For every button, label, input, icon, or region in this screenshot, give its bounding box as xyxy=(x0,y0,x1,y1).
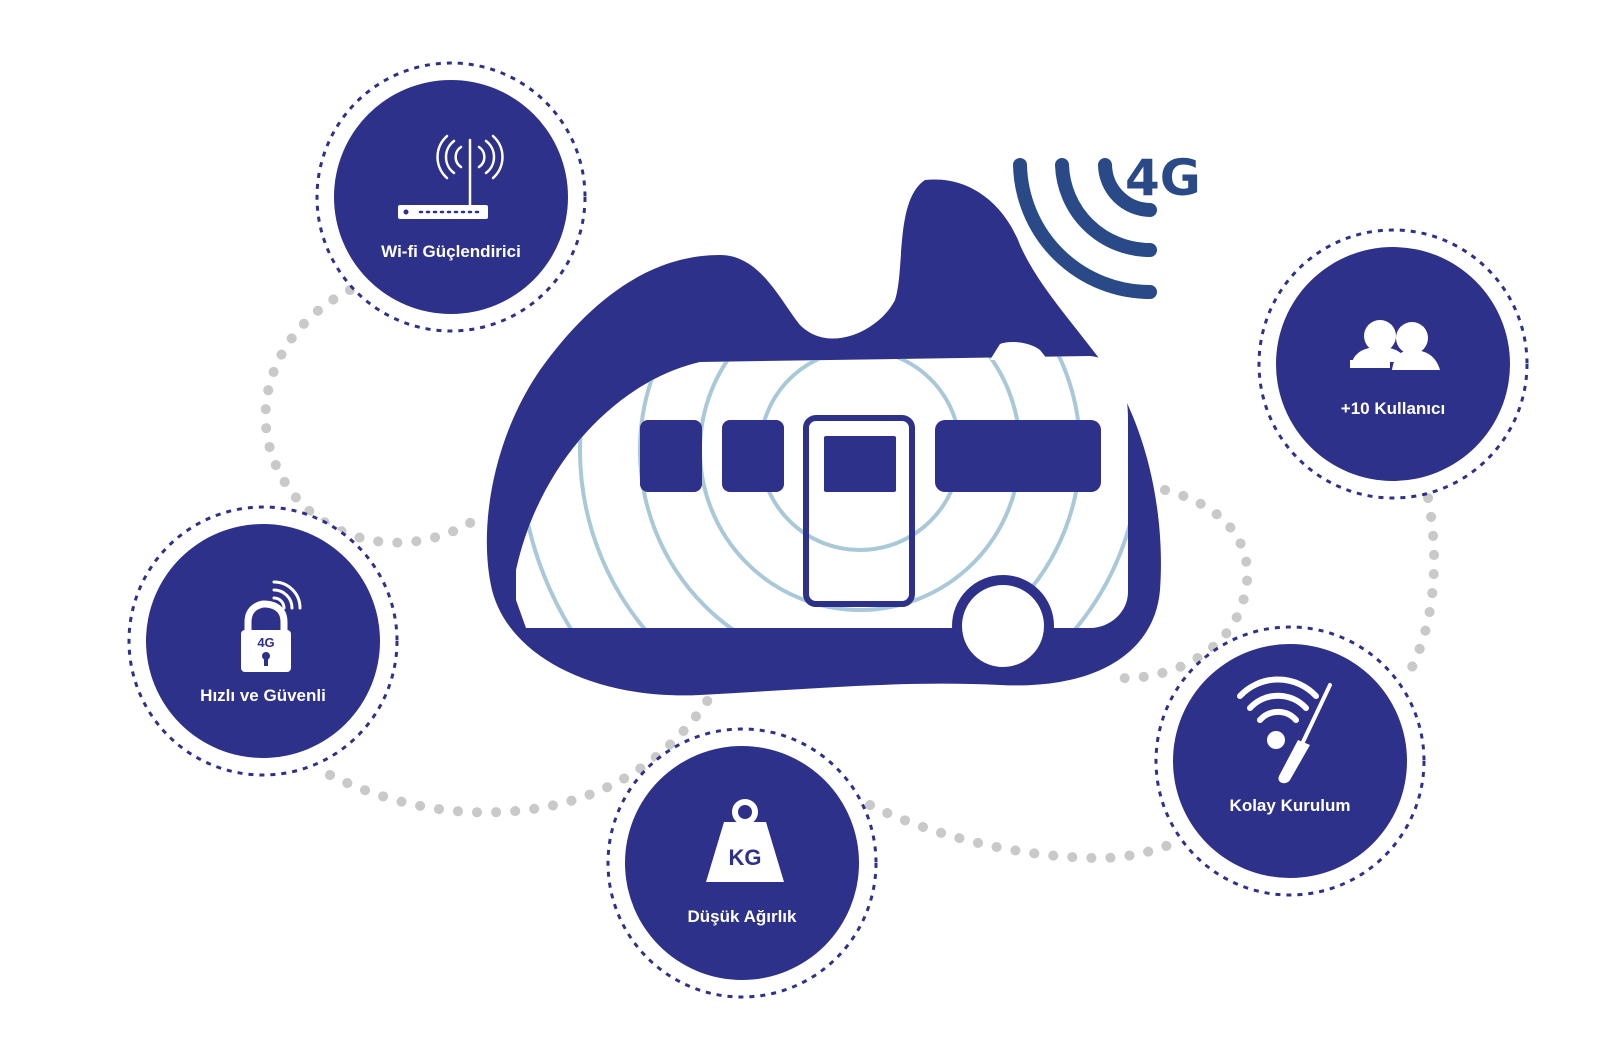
lock-label: 4G xyxy=(257,635,274,650)
feature-disc xyxy=(1276,247,1510,481)
wifi-screwdriver-icon xyxy=(1237,676,1332,784)
caravan-illustration xyxy=(516,342,1128,677)
connector-weight-to-setup xyxy=(865,800,1185,864)
weight-label: KG xyxy=(729,845,762,870)
caravan-door-window xyxy=(824,436,896,492)
feature-label: Düşük Ağırlık xyxy=(688,907,797,926)
feature-fast-secure: 4G Hızlı ve Güvenli xyxy=(127,505,399,777)
caravan-wheel xyxy=(952,575,1054,677)
connector-wifi-to-center xyxy=(260,285,480,548)
caravan-window-3 xyxy=(935,420,1101,492)
users-icon xyxy=(1350,320,1440,370)
feature-label: +10 Kullanıcı xyxy=(1341,399,1445,418)
feature-low-weight: KG Düşük Ağırlık xyxy=(606,727,878,999)
weight-icon: KG xyxy=(706,799,784,882)
connector-center-to-setup xyxy=(1115,485,1253,684)
feature-disc xyxy=(334,80,568,314)
roof-antenna xyxy=(990,342,1048,360)
signal-icon xyxy=(1013,158,1157,299)
caravan-window-1 xyxy=(640,420,702,492)
feature-label: Wi-fi Güçlendirici xyxy=(381,242,521,261)
feature-label: Kolay Kurulum xyxy=(1230,796,1351,815)
dotted-connectors xyxy=(260,285,1439,864)
feature-easy-setup: Kolay Kurulum xyxy=(1154,625,1426,897)
feature-users: +10 Kullanıcı xyxy=(1257,228,1529,500)
router-antenna-icon xyxy=(398,134,504,219)
feature-wifi-booster: Wi-fi Güçlendirici xyxy=(315,61,587,333)
4g-lock-icon: 4G xyxy=(241,580,302,672)
connector-users-to-setup xyxy=(1400,493,1439,685)
feature-label: Hızlı ve Güvenli xyxy=(200,686,326,705)
caravan-window-2 xyxy=(722,420,784,492)
caravan-door xyxy=(803,415,915,607)
band-label: 4G xyxy=(1125,149,1201,207)
